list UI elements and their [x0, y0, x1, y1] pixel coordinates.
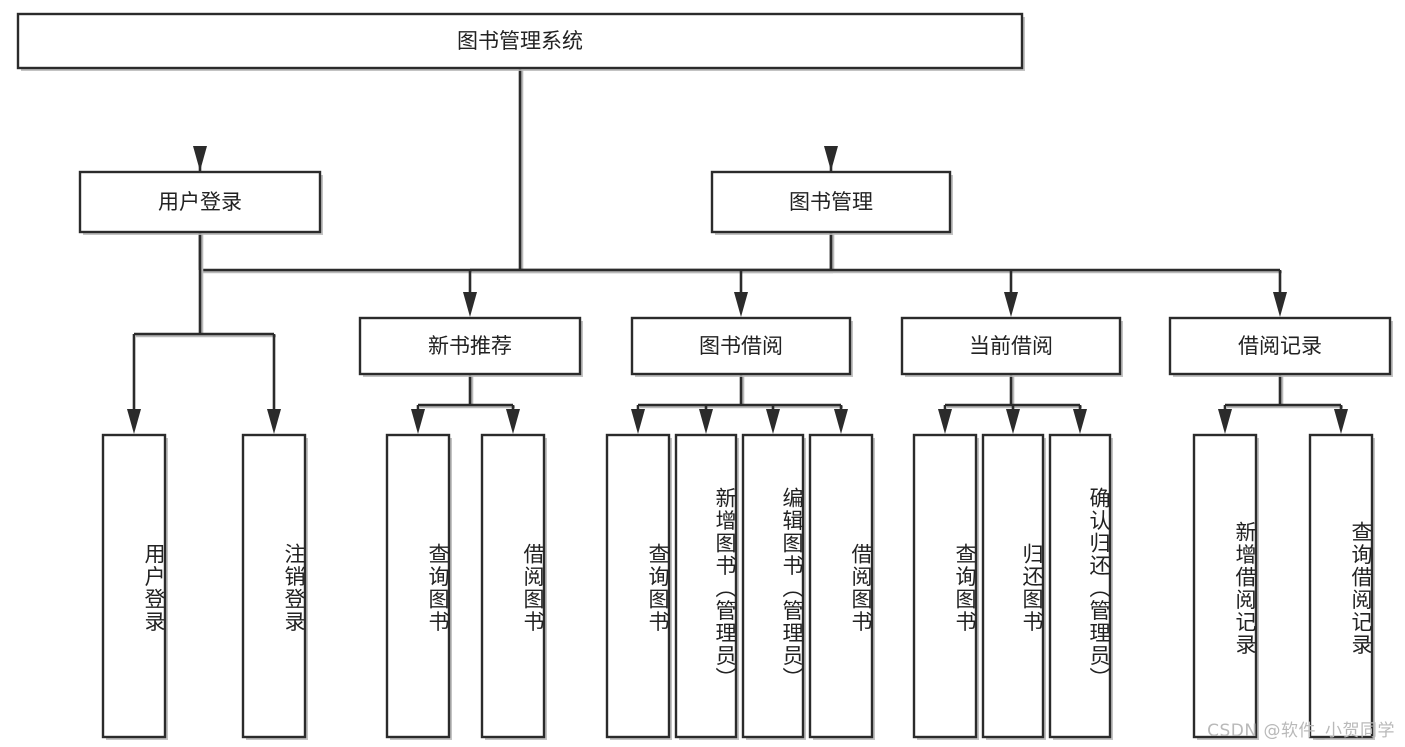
connector-layer: [127, 68, 1348, 434]
c-m2-arrow-s4: [1273, 292, 1287, 317]
node-box-s3[interactable]: [900, 316, 1122, 376]
c-s3-arrow-f10: [1006, 409, 1020, 434]
node-label-s3: 当前借阅: [969, 334, 1053, 358]
c-s3-arrow-f9: [938, 409, 952, 434]
c-s2-arrow-f7: [766, 409, 780, 434]
node-box-f6[interactable]: [674, 433, 738, 739]
node-box-f10[interactable]: [981, 433, 1045, 739]
c-s2-arrow-f5: [631, 409, 645, 434]
node-box-m2[interactable]: [710, 170, 952, 234]
c-s1-arrow-f3: [411, 409, 425, 434]
node-box-f13[interactable]: [1308, 433, 1374, 739]
node-box-s2[interactable]: [630, 316, 852, 376]
node-box-layer: [16, 12, 1393, 740]
node-box-m1[interactable]: [78, 170, 322, 234]
c-s2-arrow-f8: [834, 409, 848, 434]
node-box-s1[interactable]: [358, 316, 582, 376]
node-label-m1: 用户登录: [158, 190, 242, 214]
c-m1-arrow-f1: [127, 409, 141, 434]
c-m1-arrow-f2: [267, 409, 281, 434]
node-label-s2: 图书借阅: [699, 334, 783, 358]
c-s4-arrow-f12: [1218, 409, 1232, 434]
node-box-f4[interactable]: [480, 433, 546, 739]
c-s4-arrow-f13: [1334, 409, 1348, 434]
c-m2-shadow: [472, 234, 1282, 274]
node-box-s4[interactable]: [1168, 316, 1392, 376]
node-label-m2: 图书管理: [789, 190, 873, 214]
c-s2-arrow-f6: [699, 409, 713, 434]
c-m1-shadow: [136, 234, 276, 338]
node-label-s4: 借阅记录: [1238, 334, 1322, 358]
node-box-root[interactable]: [16, 12, 1024, 70]
watermark-credit: CSDN @软件_小贺同学: [1207, 721, 1395, 741]
node-box-f9[interactable]: [912, 433, 978, 739]
c-m2-arrow-s2: [734, 292, 748, 317]
c-m2-arrow-s3: [1004, 292, 1018, 317]
node-box-f3[interactable]: [385, 433, 451, 739]
c-s2-shadow: [640, 376, 843, 409]
node-box-f7[interactable]: [741, 433, 805, 739]
node-box-f8[interactable]: [808, 433, 874, 739]
node-box-f1[interactable]: [101, 433, 167, 739]
c-s1-shadow: [420, 376, 515, 409]
node-label-s1: 新书推荐: [428, 334, 512, 358]
node-box-f2[interactable]: [241, 433, 307, 739]
c-s3-shadow: [947, 376, 1082, 409]
node-box-f5[interactable]: [605, 433, 671, 739]
node-box-f11[interactable]: [1048, 433, 1112, 739]
node-label-root: 图书管理系统: [457, 29, 583, 53]
c-root-arrow-m1: [193, 146, 207, 171]
c-s1-arrow-f4: [506, 409, 520, 434]
c-root-arrow-m2: [824, 146, 838, 171]
node-box-f12[interactable]: [1192, 433, 1258, 739]
c-m2-arrow-s1: [463, 292, 477, 317]
c-s3-arrow-f11: [1073, 409, 1087, 434]
c-s4-shadow: [1227, 376, 1343, 409]
